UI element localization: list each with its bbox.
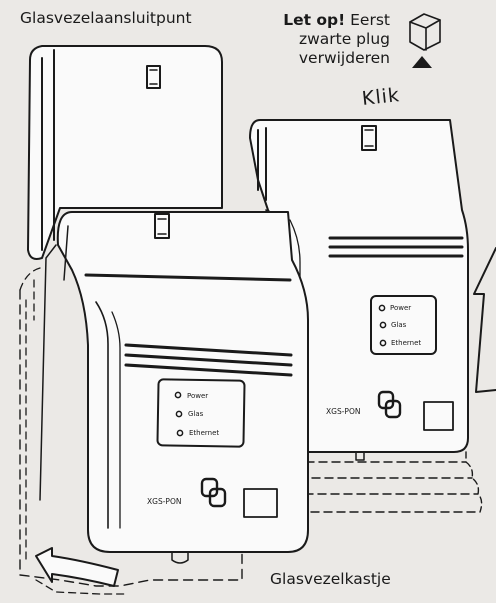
led-label-glas: Glas — [188, 410, 204, 418]
led-label-ethernet: Ethernet — [391, 339, 421, 347]
model-label: XGS-PON — [326, 407, 360, 416]
led-label-power: Power — [187, 392, 208, 400]
note-remove-plug: Let op! Eerst zwarte plug verwijderen — [256, 11, 390, 68]
curved-arrow-icon — [36, 548, 118, 586]
label-aansluitpunt: Glasvezelaansluitpunt — [20, 9, 192, 28]
led-label-glas: Glas — [391, 321, 407, 329]
label-kastje: Glasvezelkastje — [270, 570, 391, 589]
note-line2: zwarte plug — [256, 30, 390, 49]
note-line3: verwijderen — [256, 49, 390, 68]
box-icon — [410, 14, 440, 50]
triangle-up-icon — [412, 56, 432, 68]
led-label-ethernet: Ethernet — [189, 429, 219, 437]
led-label-power: Power — [390, 304, 411, 312]
label-klik: Klik — [361, 86, 401, 109]
model-label: XGS-PON — [147, 497, 181, 506]
modem-attaching — [20, 212, 308, 594]
arrow-up-icon — [474, 248, 496, 392]
note-line1: Eerst — [345, 11, 390, 29]
note-bold: Let op! — [283, 11, 345, 29]
